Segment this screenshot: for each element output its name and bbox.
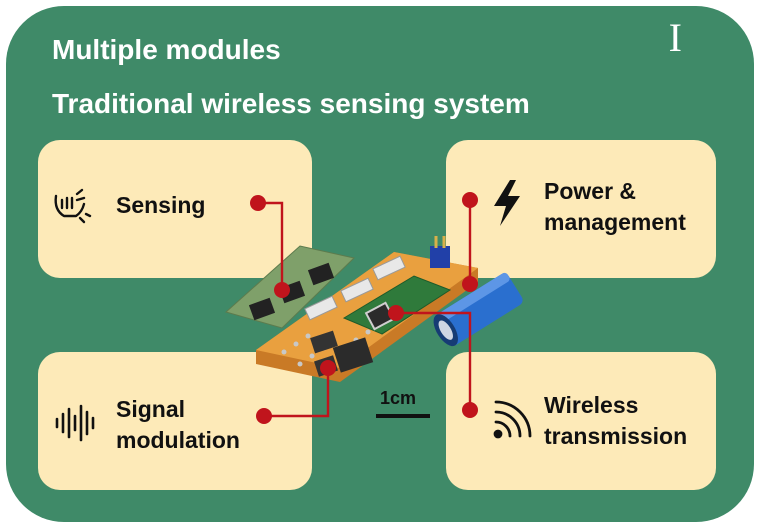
panel-heading-system: Traditional wireless sensing system: [52, 88, 530, 119]
signal-module-label: Signal modulation: [116, 394, 240, 456]
wireless-label-line2: transmission: [544, 423, 688, 449]
sensing-label-line1: Sensing: [116, 192, 206, 218]
scale-bar-label: 1cm: [380, 388, 417, 408]
panel-numeral: I: [668, 15, 682, 60]
sensing-module-label: Sensing: [116, 190, 205, 221]
lightning-bolt-icon: [494, 180, 520, 226]
wireless-module-box: [446, 352, 716, 490]
scale-bar: [376, 414, 430, 418]
wireless-module-label: Wireless transmission: [544, 390, 687, 452]
sensing-module-box: [38, 140, 312, 278]
power-module-box: [446, 140, 716, 278]
wireless-label-line1: Wireless: [544, 392, 639, 418]
wireless-signal-icon: [493, 400, 532, 439]
power-module-label: Power & management: [544, 176, 686, 238]
power-label-line2: management: [544, 209, 686, 235]
panel-heading-multiple-modules: Multiple modules: [52, 34, 281, 65]
waveform-icon: [55, 404, 95, 442]
power-label-line1: Power &: [544, 178, 637, 204]
touch-hand-icon: [54, 188, 92, 224]
signal-label-line2: modulation: [116, 427, 240, 453]
signal-label-line1: Signal: [116, 396, 186, 422]
